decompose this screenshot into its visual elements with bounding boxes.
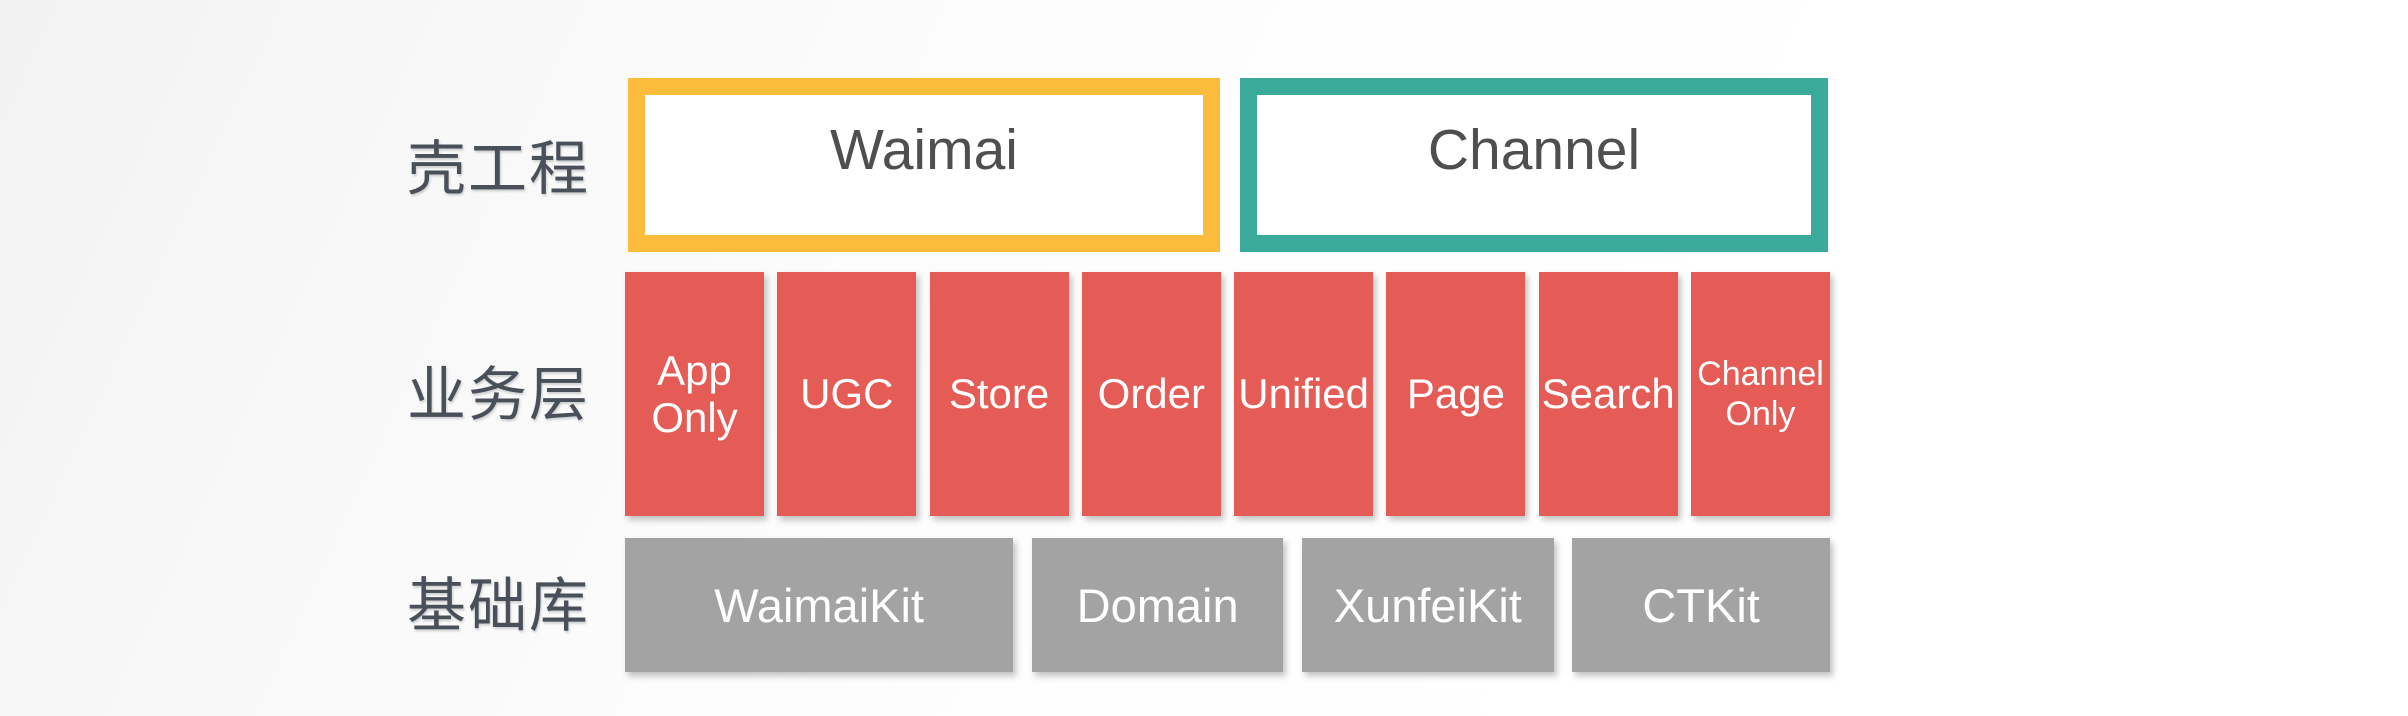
shell-box-channel[interactable]: Channel [1240, 78, 1828, 252]
base-library-card[interactable]: WaimaiKit [625, 538, 1014, 672]
base-library-card-label: CTKit [1642, 578, 1760, 632]
business-card[interactable]: Store [929, 272, 1069, 516]
shell-box-label: Channel [1427, 118, 1641, 182]
base-library-card-label: Domain [1076, 578, 1239, 632]
shell-box-waimai[interactable]: Waimai [628, 78, 1220, 252]
base-library-card-label: WaimaiKit [714, 578, 924, 632]
business-layer-row: App Only UGC Store Order Unified Page Se… [625, 272, 1830, 516]
row-label-shell-engineering: 壳工程 [406, 134, 590, 203]
business-card[interactable]: Unified [1234, 272, 1374, 516]
base-library-card[interactable]: Domain [1031, 538, 1284, 672]
business-card-label: Channel Only [1697, 354, 1824, 433]
business-card-label: App Only [651, 346, 738, 441]
business-card[interactable]: UGC [777, 272, 917, 516]
business-card-label: Page [1406, 370, 1505, 418]
business-card-label: Search [1541, 370, 1675, 418]
business-card-label: Store [948, 370, 1050, 418]
base-library-card-label: XunfeiKit [1333, 578, 1522, 632]
base-library-card[interactable]: CTKit [1572, 538, 1830, 672]
business-card[interactable]: Search [1538, 272, 1678, 516]
shell-box-label: Waimai [830, 118, 1018, 182]
row-label-business-layer: 业务层 [406, 360, 590, 429]
business-card[interactable]: Page [1386, 272, 1526, 516]
business-card[interactable]: App Only [625, 272, 765, 516]
row-label-base-library: 基础库 [406, 571, 590, 640]
business-card-label: Order [1097, 370, 1206, 418]
business-card-label: UGC [800, 370, 894, 418]
base-library-card[interactable]: XunfeiKit [1302, 538, 1554, 672]
base-library-row: WaimaiKit Domain XunfeiKit CTKit [625, 538, 1830, 672]
business-card[interactable]: Channel Only [1690, 272, 1830, 516]
business-card-label: Unified [1238, 370, 1369, 418]
business-card[interactable]: Order [1081, 272, 1221, 516]
